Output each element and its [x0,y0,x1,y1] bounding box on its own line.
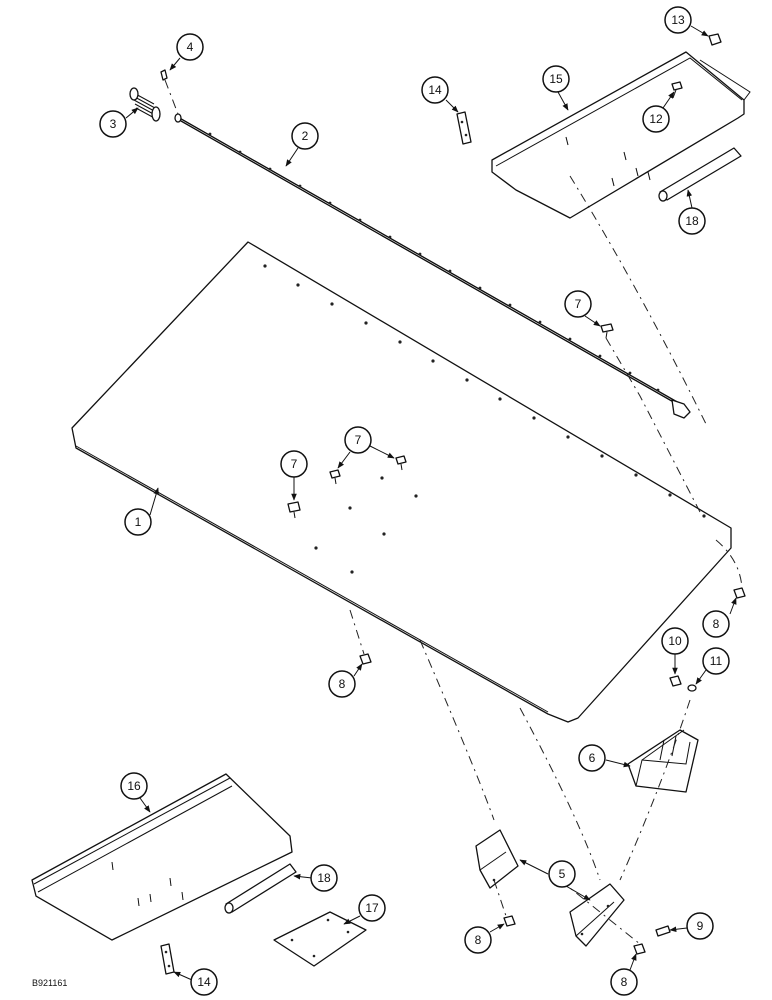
svg-text:13: 13 [671,13,685,27]
callout-5: 5 [519,859,591,901]
nut-13 [708,33,722,46]
callout-12: 12 [642,91,675,133]
bolt-7b [329,469,341,485]
svg-text:4: 4 [187,40,194,54]
callout-2: 2 [285,122,319,167]
callout-10: 10 [661,627,689,675]
nut-8-mid [359,653,372,665]
callout-3: 3 [99,107,139,138]
svg-text:18: 18 [685,214,699,228]
bracket-6 [627,729,699,793]
svg-text:12: 12 [649,112,663,126]
rod-bottom [224,863,297,914]
bolt-7a [600,323,614,339]
svg-text:11: 11 [710,654,723,668]
svg-text:14: 14 [428,83,442,97]
callout-11: 11 [695,647,730,685]
callout-8-bottom-right: 8 [610,953,638,996]
bolt-7d [287,501,301,519]
bolt-9 [655,925,671,937]
callout-13: 13 [664,6,709,37]
svg-text:1: 1 [135,515,142,529]
svg-text:5: 5 [559,867,566,881]
callout-16: 16 [120,772,151,813]
callout-8-mid: 8 [328,663,363,698]
callout-1: 1 [124,487,159,536]
washer-11 [687,684,697,692]
callout-8-right: 8 [702,597,737,638]
main-panel [71,241,732,723]
callout-17: 17 [343,894,386,925]
svg-text:8: 8 [621,975,628,989]
svg-text:7: 7 [291,457,298,471]
alignment-lines [349,175,743,945]
callout-9: 9 [669,912,714,940]
strap-bottom [160,943,175,975]
callout-6: 6 [578,744,631,772]
plate-17 [273,911,367,967]
drawing-code: B921161 [32,978,67,988]
callout-14-bottom: 14 [173,968,218,996]
svg-text:7: 7 [575,297,582,311]
nut-8-bottom-left [503,915,516,927]
callout-8-bottom-left: 8 [464,923,505,954]
svg-text:18: 18 [317,871,331,885]
shaft [174,113,691,419]
top-cover [491,51,751,219]
svg-text:2: 2 [302,129,309,143]
nut-8-right [733,587,746,599]
svg-text:6: 6 [589,751,596,765]
svg-text:14: 14 [197,975,211,989]
rod-top [658,147,742,202]
callout-7-center: 7 [337,426,395,469]
bracket-5-left [475,829,519,889]
svg-text:7: 7 [355,433,362,447]
svg-text:8: 8 [475,933,482,947]
callout-18-top: 18 [678,189,706,235]
panel-holes [263,264,706,574]
bracket-5-right [569,883,625,947]
shaft-holes [208,132,660,392]
roll-pin [160,69,179,115]
svg-text:8: 8 [339,677,346,691]
nut-10 [669,675,682,687]
svg-text:16: 16 [127,779,141,793]
svg-text:3: 3 [110,117,117,131]
spring [129,87,161,122]
nut-8-bottom-right [633,943,646,955]
callout-15: 15 [542,65,570,111]
callout-7-left: 7 [280,450,308,501]
bolt-7c [395,455,407,471]
svg-text:9: 9 [697,919,704,933]
callout-4: 4 [169,33,204,71]
callout-14-top: 14 [421,76,459,113]
svg-text:8: 8 [713,617,720,631]
bottom-cover [31,773,293,941]
svg-text:17: 17 [365,901,379,915]
svg-text:10: 10 [668,634,682,648]
strap-top [456,111,472,145]
callout-7-top: 7 [564,290,601,327]
svg-text:15: 15 [549,72,563,86]
callout-18-bottom: 18 [293,864,338,892]
